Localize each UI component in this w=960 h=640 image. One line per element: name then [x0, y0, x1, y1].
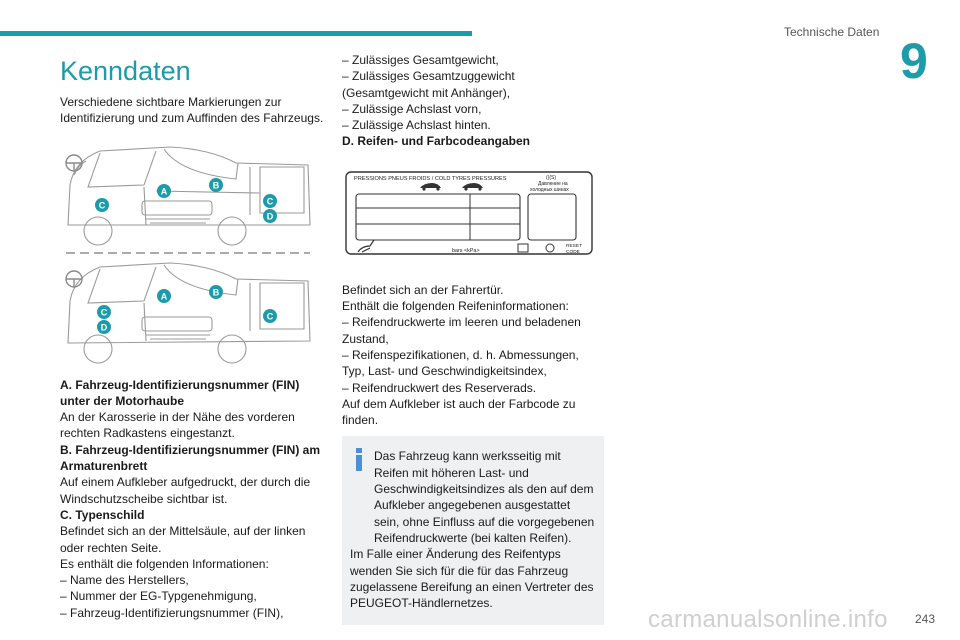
- identification-list: A. Fahrzeug-Identifizierungsnummer (FIN)…: [60, 377, 324, 621]
- svg-text:A: A: [161, 186, 168, 196]
- item-c-contents-intro: Es enthält die folgenden Informationen:: [60, 556, 269, 571]
- info-icon: [352, 448, 366, 472]
- list-item: – Reifenspezifikationen, d. h. Abmessung…: [342, 347, 579, 379]
- info-box: Das Fahrzeug kann werksseitig mit Reifen…: [342, 436, 604, 626]
- chapter-number: 9: [900, 33, 928, 89]
- list-item: – Fahrzeug-Identifizierungsnummer (FIN),: [60, 605, 284, 620]
- body-text: Befindet sich an der Fahrertür.: [342, 282, 504, 297]
- svg-text:(((S): (((S): [546, 175, 556, 181]
- svg-text:bars <kPa>: bars <kPa>: [452, 248, 480, 254]
- svg-text:RESET: RESET: [566, 243, 582, 249]
- right-column: – Zulässiges Gesamtgewicht, – Zulässiges…: [342, 52, 604, 626]
- page-number: 243: [915, 612, 936, 626]
- section-title: Technische Daten: [784, 25, 880, 39]
- svg-text:холодных шинах: холодных шинах: [530, 187, 569, 193]
- item-d-heading: D. Reifen- und Farbcodeangaben: [342, 134, 531, 149]
- left-column: Kenndaten Verschiedene sichtbare Markier…: [60, 52, 324, 621]
- svg-text:C: C: [99, 200, 106, 210]
- item-c-heading: C. Typenschild: [60, 507, 145, 522]
- body-text: Auf dem Aufkleber ist auch der Farbcode …: [342, 396, 576, 428]
- svg-text:A: A: [161, 291, 168, 301]
- body-text: Enthält die folgenden Reifeninformatione…: [342, 299, 569, 314]
- item-a-heading: A. Fahrzeug-Identifizierungsnummer (FIN)…: [60, 377, 300, 408]
- item-b-text: Auf einem Aufkleber aufgedruckt, der dur…: [60, 475, 311, 506]
- list-item: – Zulässiges Gesamtzuggewicht (Gesamtgew…: [342, 69, 515, 100]
- list-item: – Nummer der EG-Typgenehmigung,: [60, 589, 257, 604]
- svg-text:B: B: [213, 180, 220, 190]
- list-item: – Name des Herstellers,: [60, 573, 189, 588]
- page-title: Kenndaten: [60, 56, 191, 86]
- item-a-text: An der Karosserie in der Nähe des vorder…: [60, 410, 295, 441]
- svg-text:C: C: [101, 307, 108, 317]
- svg-text:C: C: [267, 311, 274, 321]
- info-text: Das Fahrzeug kann werksseitig mit Reifen…: [374, 449, 595, 545]
- info-text: Im Falle einer Änderung des Reifentyps w…: [350, 547, 594, 611]
- svg-text:B: B: [213, 287, 220, 297]
- tyre-pressure-label-illustration: PRESSIONS PNEUS FROIDS / COLD TYRES PRES…: [345, 171, 593, 255]
- list-item: – Zulässiges Gesamtgewicht,: [342, 53, 499, 67]
- item-b-heading: B. Fahrzeug-Identifizierungsnummer (FIN)…: [60, 442, 321, 474]
- svg-text:C: C: [267, 196, 274, 206]
- svg-text:PRESSIONS PNEUS FROIDS / COLD: PRESSIONS PNEUS FROIDS / COLD TYRES PRES…: [354, 176, 507, 182]
- list-item: – Reifendruckwerte im leeren und beladen…: [342, 315, 581, 346]
- item-c-text: Befindet sich an der Mittelsäule, auf de…: [60, 524, 306, 555]
- vehicle-markings-illustration: A B C C D A B C D C: [65, 146, 311, 364]
- svg-text:D: D: [267, 211, 274, 221]
- watermark: carmanualsonline.info: [648, 606, 888, 633]
- intro-text: Verschiedene sichtbare Markierungen zur …: [60, 95, 324, 126]
- header-accent-bar: [0, 31, 472, 36]
- list-item: – Zulässige Achslast hinten.: [342, 118, 491, 133]
- svg-text:D: D: [101, 322, 108, 332]
- list-item: – Zulässige Achslast vorn,: [342, 101, 482, 116]
- list-item: – Reifendruckwert des Reserverads.: [342, 380, 537, 395]
- svg-text:Давление на: Давление на: [538, 181, 568, 187]
- svg-text:CODE: CODE: [566, 249, 580, 255]
